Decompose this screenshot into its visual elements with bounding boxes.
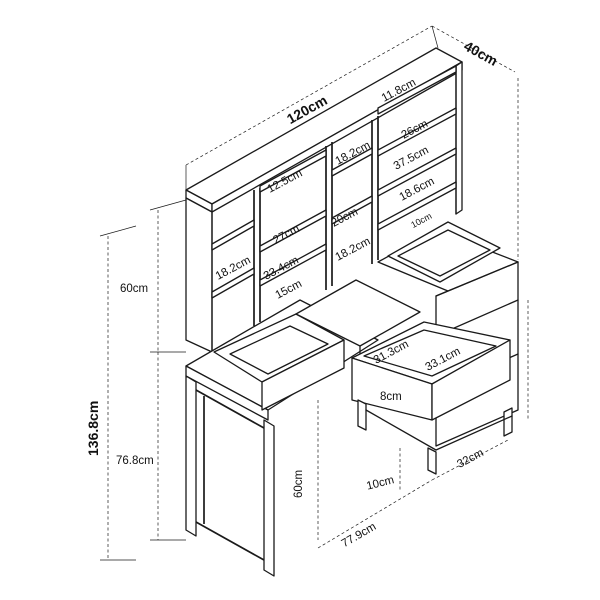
hutch — [185, 47, 463, 353]
label-centre-shelf-width: 33.4cm — [262, 254, 301, 282]
label-hutch-height: 60cm — [120, 283, 148, 295]
right-cabinet — [351, 221, 519, 475]
desk-body — [185, 279, 421, 577]
label-depth: 40cm — [461, 38, 500, 69]
label-middle-shelf-width: 20cm — [330, 206, 360, 230]
label-centre-shelf-low: 15cm — [274, 278, 304, 302]
label-right-shelf-1: 26cm — [400, 118, 430, 142]
label-desk-width: 77.9cm — [340, 521, 379, 550]
label-desk-height: 76.8cm — [116, 455, 154, 467]
dimension-lines — [99, 25, 529, 561]
label-total-height: 136.8cm — [85, 401, 101, 456]
label-leg-clearance: 10cm — [365, 474, 395, 492]
label-right-shelf-4: 10cm — [409, 211, 433, 230]
label-leg-height: 60cm — [293, 470, 305, 498]
label-cabinet-depth: 32cm — [455, 447, 485, 471]
label-drawer-depth: 8cm — [380, 391, 402, 403]
dimension-labels: 120cm 40cm 136.8cm 60cm 76.8cm 60cm 77.9… — [85, 38, 500, 550]
label-middle-shelf-bottom: 18.2cm — [334, 235, 373, 263]
label-centre-shelf-mid: 27cm — [271, 223, 301, 247]
